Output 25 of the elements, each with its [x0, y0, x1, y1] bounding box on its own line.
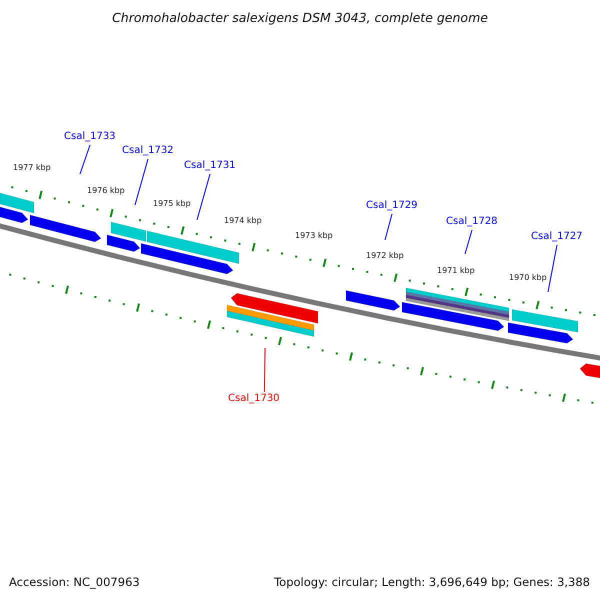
- leader-line: [80, 144, 90, 174]
- leader-line: [264, 348, 266, 392]
- leader-line: [196, 174, 210, 220]
- gene-label: Csal_1731: [184, 160, 236, 172]
- leader-line: [134, 158, 148, 206]
- genome-info: Topology: circular; Length: 3,696,649 bp; Genes: 3,388: [274, 575, 590, 589]
- gene-label: Csal_1732: [122, 145, 174, 157]
- position-label: 1977 kbp: [13, 163, 51, 173]
- leader-line: [384, 214, 392, 240]
- gene-label: Csal_1727: [531, 231, 583, 243]
- position-label: 1972 kbp: [366, 251, 404, 261]
- gene-label: Csal_1730: [228, 393, 280, 405]
- position-label: 1971 kbp: [437, 266, 475, 276]
- title: Chromohalobacter salexigens DSM 3043, complete genome: [111, 10, 489, 25]
- position-label: 1976 kbp: [87, 186, 125, 196]
- gene-label: Csal_1728: [446, 216, 498, 228]
- position-label: 1975 kbp: [153, 199, 191, 209]
- position-label: 1974 kbp: [224, 216, 262, 226]
- leader-line: [548, 244, 558, 292]
- leader-line: [464, 230, 472, 254]
- position-label: 1970 kbp: [509, 273, 547, 283]
- accession-label: Accession: NC_007963: [9, 575, 140, 589]
- gene-label: Csal_1733: [64, 131, 116, 143]
- position-label: 1973 kbp: [295, 231, 333, 241]
- gene-label: Csal_1729: [366, 200, 418, 212]
